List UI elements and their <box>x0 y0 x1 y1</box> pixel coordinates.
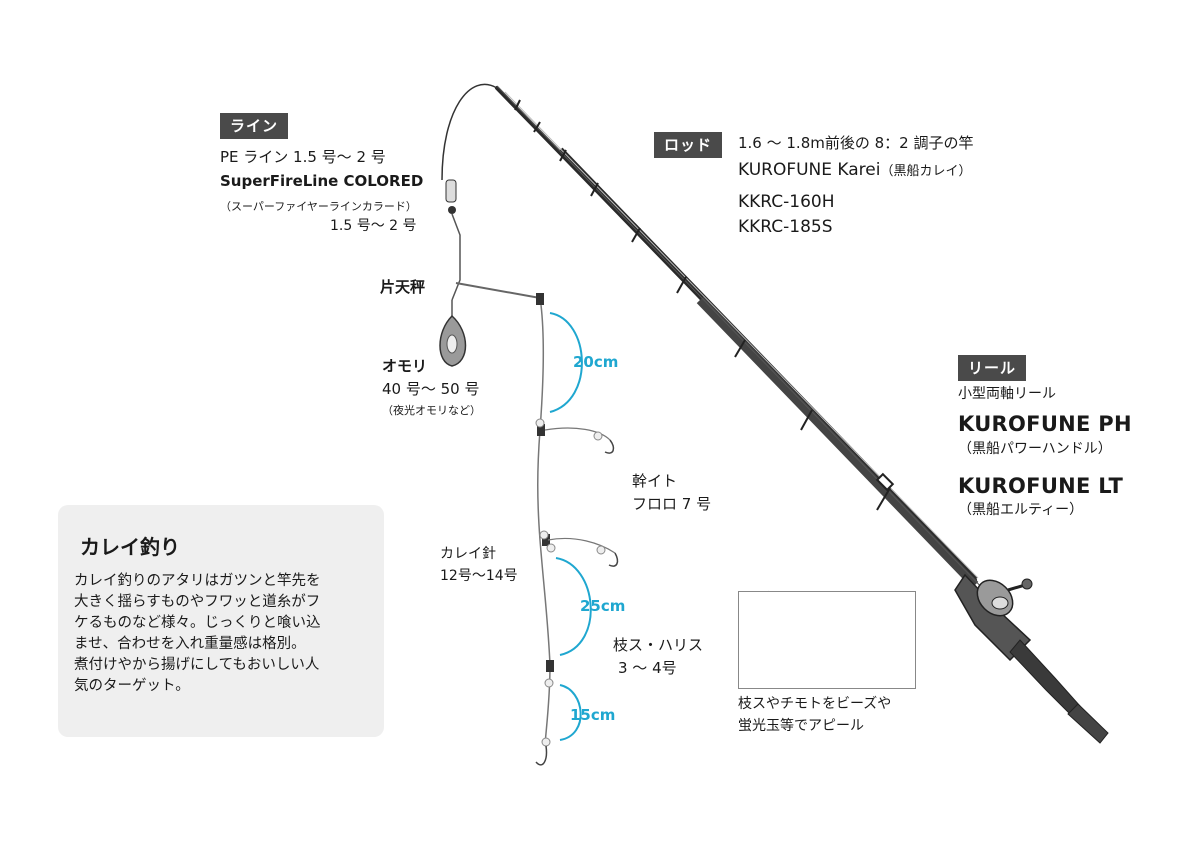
reel-product-1: KUROFUNE PH <box>958 412 1132 436</box>
line-product: SuperFireLine COLORED <box>220 172 424 190</box>
trunk-line-spec: フロロ 7 号 <box>632 495 712 513</box>
rod-handle <box>1009 639 1109 744</box>
rod-guides <box>514 99 895 511</box>
hook-icon <box>535 745 548 766</box>
inset-caption-1: 枝スやチモトをビーズや <box>738 696 892 712</box>
line-tag: ライン <box>220 113 289 139</box>
rod-product-name: KUROFUNE Karei <box>738 160 881 180</box>
tenbin-label: 片天秤 <box>380 278 426 296</box>
measure-25cm: 25cm <box>580 597 626 615</box>
reel-product-2: KUROFUNE LT <box>958 474 1124 498</box>
reel-product-2-kana: （黒船エルティー） <box>958 502 1084 518</box>
line-product-kana: （スーパーファイヤーラインカラード） <box>220 200 417 213</box>
info-card: カレイ釣り カレイ釣りのアタリはガツンと竿先を 大きく揺らすものやフワッと道糸が… <box>58 505 384 737</box>
card-body: カレイ釣りのアタリはガツンと竿先を 大きく揺らすものやフワッと道糸がフ ケるもの… <box>74 573 321 695</box>
tenbin-arm <box>455 282 541 299</box>
measure-15cm: 15cm <box>570 706 616 724</box>
reel <box>954 573 1033 662</box>
swivel-icon <box>448 206 456 214</box>
hook-label: カレイ針 <box>440 546 496 562</box>
branch-line-spec: 3 ～ 4号 <box>618 659 677 677</box>
rod-model-1: KKRC-160H <box>738 192 835 212</box>
reel-tag: リール <box>958 355 1027 381</box>
rod-tag: ロッド <box>654 132 723 158</box>
reel-product-1-kana: （黒船パワーハンドル） <box>958 441 1112 457</box>
reel-type: 小型両軸リール <box>958 386 1056 402</box>
hook-icon <box>608 552 619 567</box>
measure-arcs <box>549 312 592 741</box>
rod-product: KUROFUNE Karei（黒船カレイ） <box>738 160 972 181</box>
branch-1 <box>535 418 615 454</box>
rod-product-kana: （黒船カレイ） <box>880 164 972 179</box>
snap-swivel <box>445 179 457 203</box>
trunk-line-label: 幹イト <box>632 472 678 490</box>
tenbin-swivel <box>536 293 544 305</box>
sinker-spec: 40 号～ 50 号 <box>382 380 480 398</box>
rod-model-2: KKRC-185S <box>738 217 833 237</box>
measure-20cm: 20cm <box>573 353 619 371</box>
line-spec-1: PE ライン 1.5 号～ 2 号 <box>220 148 386 166</box>
line-spec-2: 1.5 号～ 2 号 <box>330 218 417 234</box>
hook-icon <box>604 439 615 454</box>
inset-caption-2: 蛍光玉等でアピール <box>738 718 864 734</box>
main-line <box>441 83 498 181</box>
sinker-note: （夜光オモリなど） <box>382 404 481 417</box>
sinker-label: オモリ <box>382 357 428 375</box>
branch-2 <box>539 530 619 567</box>
card-title: カレイ釣り <box>80 535 180 559</box>
detail-inset-frame <box>738 591 916 689</box>
branch-3 <box>535 660 554 766</box>
hook-spec: 12号～14号 <box>440 568 518 584</box>
rod-spec: 1.6 ～ 1.8m前後の 8：2 調子の竿 <box>738 134 974 152</box>
branch-line-label: 枝ス・ハリス <box>613 636 704 654</box>
